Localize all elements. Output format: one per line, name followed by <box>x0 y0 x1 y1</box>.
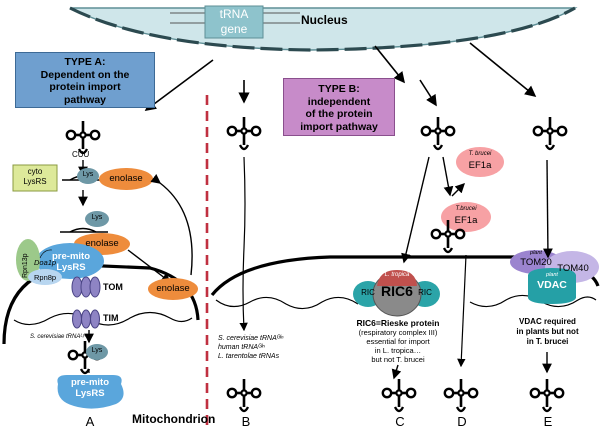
type-b-line1: independent <box>307 95 371 108</box>
type-a-line2: protein import <box>49 81 121 93</box>
mitochondrion-label: Mitochondrion <box>132 412 216 426</box>
tom20-label: TOM20 <box>520 257 552 268</box>
panel-label-a: A <box>85 414 95 429</box>
panel-b-artwork <box>226 115 262 413</box>
ric6-desc-3: essential for import <box>366 337 430 346</box>
lys-label-2: Lys <box>91 214 103 221</box>
trna-icon <box>65 119 101 155</box>
ric6-desc-5: but not T. brucei <box>371 355 425 364</box>
matrix-trna-label: S. cerevisiae tRNAᴸʸˢ <box>30 334 87 340</box>
enolase-label-3: enolase <box>156 283 190 294</box>
anticodon-label: CUU <box>72 150 90 159</box>
vdac-description: VDAC required in plants but not in T. br… <box>495 317 600 347</box>
type-a-title: TYPE A: <box>64 56 106 68</box>
trna-gene-box <box>204 5 264 39</box>
premito2-line2: LysRS <box>75 388 105 399</box>
ric6-species-label: L. tropica <box>384 272 410 278</box>
enolase-label-2: enolase <box>85 238 119 249</box>
ric6-description: RIC6=Rieske protein (respiratory complex… <box>333 318 463 364</box>
trna-icon <box>532 115 568 151</box>
cyto-lysrs-line2: LysRS <box>23 177 47 186</box>
ric6-desc-1: RIC6=Rieske protein <box>356 318 440 328</box>
premito2-line1: pre-mito <box>71 377 109 388</box>
vdac-desc-2: in plants but not <box>516 327 579 336</box>
premito-lysrs-label-2: pre-mito LysRS <box>60 377 120 399</box>
tim-label: TIM <box>103 313 119 323</box>
ric-left-label: RIC <box>361 288 375 297</box>
export-arrows <box>144 42 537 111</box>
rpn8p-label: Rpn8p <box>34 273 57 282</box>
trna-icon <box>443 377 479 413</box>
cyto-lysrs-line1: cyto <box>27 167 43 176</box>
panel-label-e: E <box>543 414 553 429</box>
cyto-lysrs-label: cyto LysRS <box>13 167 57 187</box>
trna-icon <box>529 377 565 413</box>
lys-label-3: Lys <box>91 347 103 354</box>
trna-gene-line2: gene <box>220 22 248 36</box>
rpn13p-label: Rpn13p <box>22 253 29 278</box>
vdac-desc-3: in T. brucei <box>526 337 569 346</box>
tom40-label: TOM40 <box>557 263 589 274</box>
tom20-species: plant <box>530 250 542 256</box>
vdac-desc-1: VDAC required <box>519 317 576 326</box>
ric-right-label: RIC <box>418 288 432 297</box>
type-a-box: TYPE A: Dependent on the protein import … <box>15 52 155 108</box>
vdac-label: VDAC <box>537 279 567 291</box>
trna-gene-line1: tRNA <box>219 7 249 21</box>
panel-b-species-1: S. cerevisiae tRNAᴳˡⁿ <box>218 335 284 342</box>
ef1a-top-species: T. brucei <box>468 151 492 157</box>
vdac-species: plant <box>546 272 558 278</box>
ric6-desc-4: in L. tropica… <box>374 346 422 355</box>
ef1a-low-species: T.brucei <box>455 206 477 212</box>
panel-label-c: C <box>395 414 405 429</box>
enolase-label-1: enolase <box>109 173 143 184</box>
trna-gene-label: tRNA gene <box>205 7 263 37</box>
lys-label-1: Lys <box>82 171 94 178</box>
nucleus-label: Nucleus <box>301 13 348 27</box>
panel-a-artwork <box>12 119 198 409</box>
tom-label: TOM <box>103 282 123 292</box>
panel-b-species-3: L. tarentolae tRNAs <box>218 353 280 360</box>
type-a-line1: Dependent on the <box>40 68 130 81</box>
premito-line2: LysRS <box>56 262 86 273</box>
doa1p-label: Doa1p <box>34 258 57 267</box>
panel-b-species-2: human tRNAᴳˡⁿ <box>218 344 265 351</box>
type-b-box: TYPE B: independent of the protein impor… <box>283 78 395 136</box>
panel-e-artwork <box>510 115 599 413</box>
type-a-line3: pathway <box>63 93 106 106</box>
trna-icon <box>226 115 262 151</box>
type-b-line3: import pathway <box>300 120 378 133</box>
type-b-line2: of the protein <box>305 108 373 120</box>
ric6-desc-2: (respiratory complex III) <box>358 328 438 337</box>
ef1a-top-label: EF1a <box>468 160 492 171</box>
panel-b-species: S. cerevisiae tRNAᴳˡⁿ human tRNAᴳˡⁿ L. t… <box>218 334 283 361</box>
trna-icon <box>420 115 456 151</box>
panel-label-d: D <box>457 414 467 429</box>
ric6-label: RIC6 <box>381 283 413 299</box>
ef1a-low-label: EF1a <box>454 215 478 226</box>
trna-icon <box>226 377 262 413</box>
panel-cd-artwork <box>353 115 504 413</box>
trna-icon <box>381 377 417 413</box>
premito-line1: pre-mito <box>52 251 90 262</box>
panel-label-b: B <box>241 414 251 429</box>
premito-lysrs-label-1: pre-mito LysRS <box>38 251 104 273</box>
type-b-title: TYPE B: <box>318 83 360 95</box>
